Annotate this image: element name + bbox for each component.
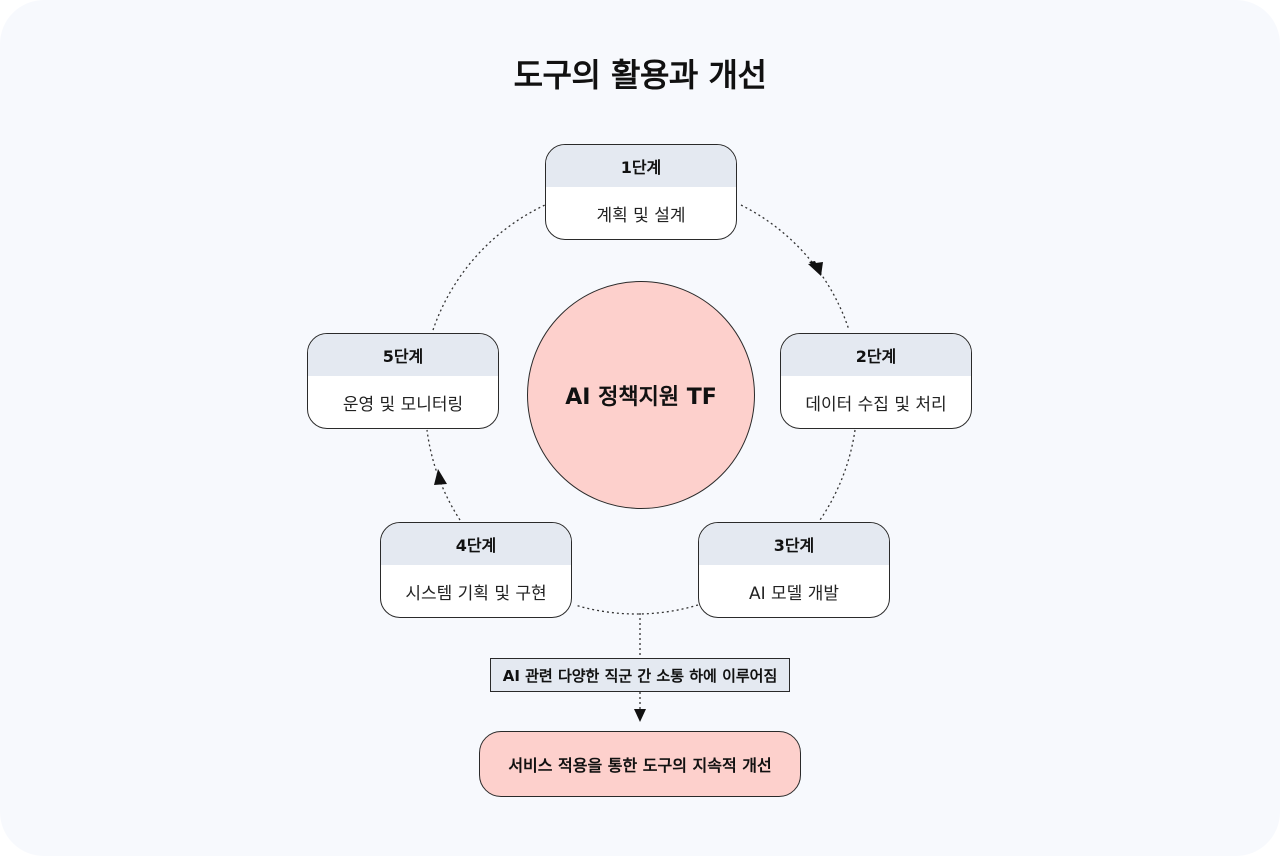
stage-2-box: 2단계 데이터 수집 및 처리 [780,333,972,429]
stage-4-step: 4단계 [381,523,571,565]
arc-stage5-to-stage1 [432,204,546,331]
arrowhead-to-stage2-fill [808,262,823,276]
stage-4-label: 시스템 기획 및 구현 [405,583,547,604]
arc-stage1-to-stage2 [740,204,850,331]
arrowhead-to-stage5 [434,469,447,485]
stage-5-label: 운영 및 모니터링 [342,394,464,415]
stage-5-box: 5단계 운영 및 모니터링 [307,333,499,429]
stage-3-box: 3단계 AI 모델 개발 [698,522,890,618]
stage-5-step: 5단계 [308,334,498,376]
diagram-title: 도구의 활용과 개선 [513,56,767,94]
center-circle: AI 정책지원 TF [527,281,755,509]
arc-stage3-to-stage4 [574,604,699,615]
stage-4-box: 4단계 시스템 기획 및 구현 [380,522,572,618]
stage-3-label: AI 모델 개발 [748,583,839,604]
stage-2-label: 데이터 수집 및 처리 [805,394,947,415]
collaboration-note: AI 관련 다양한 직군 간 소통 하에 이루어짐 [490,658,790,692]
arc-stage4-to-stage5 [426,429,461,521]
stage-1-step: 1단계 [546,145,736,187]
stage-3-step: 3단계 [699,523,889,565]
stage-2-step: 2단계 [781,334,971,376]
stage-1-box: 1단계 계획 및 설계 [545,144,737,240]
arc-stage2-to-stage3 [819,429,856,521]
stage-1-label: 계획 및 설계 [596,205,686,226]
result-box: 서비스 적용을 통한 도구의 지속적 개선 [479,731,801,797]
arrowhead-to-result [634,709,646,722]
